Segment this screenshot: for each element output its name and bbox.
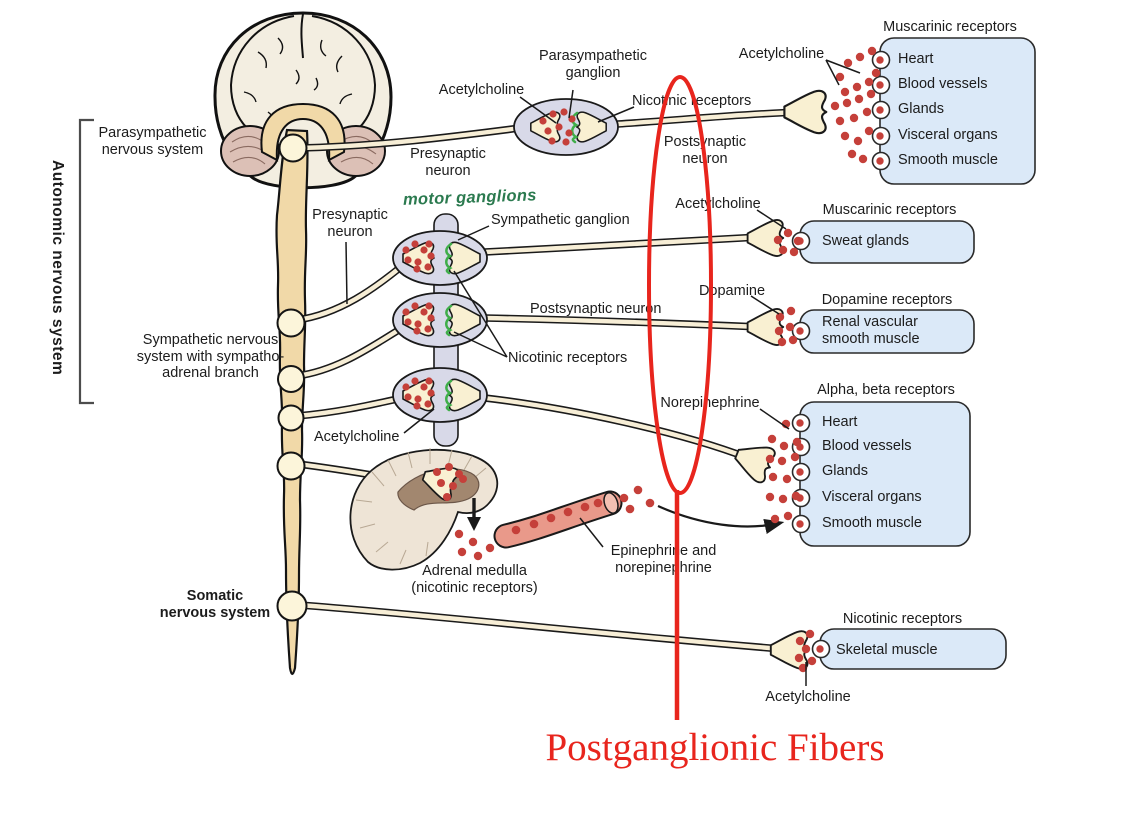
target-heart-2: Heart bbox=[822, 414, 858, 430]
adrenal-medulla-label: Adrenal medulla(nicotinic receptors) bbox=[411, 563, 538, 596]
target-blood-vessels: Blood vessels bbox=[898, 76, 988, 92]
neurotransmitter-dots bbox=[402, 46, 884, 673]
nerve-axons bbox=[293, 108, 804, 653]
target-sweat-glands: Sweat glands bbox=[822, 233, 910, 249]
autonomic-bracket bbox=[78, 118, 94, 405]
target-visceral-organs: Visceral organs bbox=[898, 127, 998, 143]
target-blood-vessels-2: Blood vessels bbox=[822, 438, 912, 454]
acetylcholine-label-parasympathetic: Acetylcholine bbox=[438, 82, 525, 98]
postsynaptic-neuron-label-parasympathetic: Postsynaptic neuron bbox=[663, 134, 747, 167]
postsynaptic-neuron-label-sympathetic: Postsynaptic neuron bbox=[530, 301, 662, 317]
target-glands-2: Glands bbox=[822, 463, 868, 479]
presynaptic-neuron-label-parasympathetic: Presynaptic neuron bbox=[410, 146, 486, 179]
target-smooth-muscle: Smooth muscle bbox=[898, 152, 998, 168]
nicotinic-receptors-label-parasympathetic: Nicotinic receptors bbox=[632, 93, 752, 109]
target-skeletal-muscle: Skeletal muscle bbox=[836, 642, 938, 658]
pointer-lines bbox=[345, 59, 861, 686]
target-glands: Glands bbox=[898, 101, 944, 117]
handwritten-motor-ganglions-note: motor ganglions bbox=[402, 186, 537, 209]
target-heart: Heart bbox=[898, 51, 934, 67]
autonomic-nervous-system-label: Autonomic nervous system bbox=[48, 160, 66, 376]
effector-terminals bbox=[729, 89, 828, 670]
muscarinic-receptors-title-top: Muscarinic receptors bbox=[883, 19, 1017, 35]
circulation-arrow bbox=[657, 504, 785, 534]
parasympathetic-ganglion bbox=[513, 98, 619, 156]
alpha-beta-receptors-title: Alpha, beta receptors bbox=[817, 382, 955, 398]
parasympathetic-ganglion-label: Parasympathetic ganglion bbox=[539, 48, 647, 81]
target-smooth-muscle-2: Smooth muscle bbox=[822, 515, 922, 531]
acetylcholine-label-sympathetic: Acetylcholine bbox=[314, 429, 400, 445]
target-visceral-organs-2: Visceral organs bbox=[822, 489, 922, 505]
dopamine-label: Dopamine bbox=[698, 283, 766, 299]
acetylcholine-label-somatic: Acetylcholine bbox=[765, 689, 851, 705]
nicotinic-receptors-label-sympathetic: Nicotinic receptors bbox=[508, 350, 628, 366]
muscarinic-receptors-title-sweat: Muscarinic receptors bbox=[822, 202, 957, 218]
blood-vessel bbox=[493, 490, 623, 549]
sympathetic-ganglion-label: Sympathetic ganglion bbox=[491, 212, 630, 228]
presynaptic-neuron-label-sympathetic: Presynaptic neuron bbox=[312, 207, 388, 240]
acetylcholine-label-effector-top: Acetylcholine bbox=[738, 46, 825, 62]
adrenal-medulla-illustration bbox=[349, 448, 499, 571]
spinal-ganglia bbox=[276, 133, 308, 622]
acetylcholine-label-sweat: Acetylcholine bbox=[675, 196, 761, 212]
norepinephrine-label: Norepinephrine bbox=[660, 395, 760, 411]
postganglionic-fibers-label: Postganglionic Fibers bbox=[545, 726, 885, 769]
nicotinic-receptors-title-somatic: Nicotinic receptors bbox=[842, 611, 963, 627]
dopamine-receptors-title: Dopamine receptors bbox=[821, 292, 953, 308]
